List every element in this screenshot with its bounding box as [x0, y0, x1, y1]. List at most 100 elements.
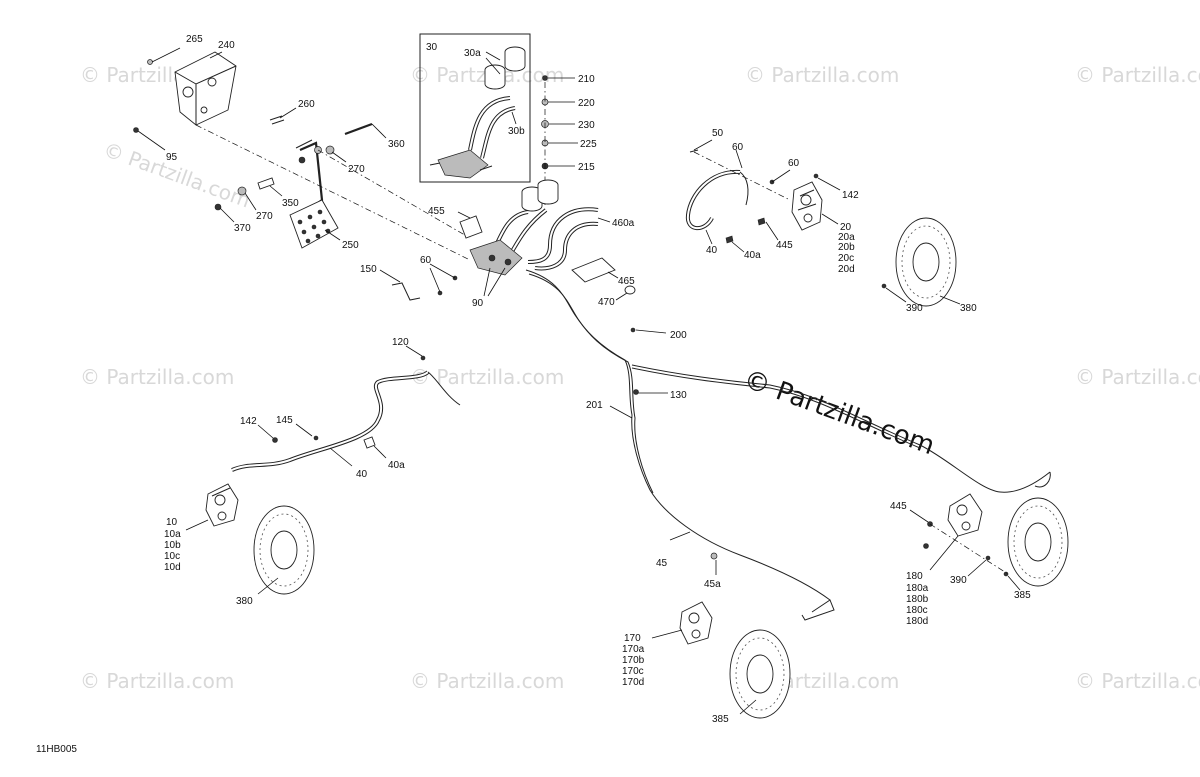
callout-label: 10d	[164, 562, 181, 573]
watermark: © Partzilla.com	[1075, 365, 1200, 389]
main-brake-lines	[525, 269, 1051, 621]
callout-label: 10a	[164, 529, 181, 540]
callout-label: 220	[578, 98, 595, 109]
front-left-disc-380	[253, 505, 315, 595]
callout-label: 20a	[838, 232, 855, 243]
callout-label: 150	[360, 264, 377, 275]
callout-label: 380	[960, 303, 977, 314]
watermark: © Partzilla.com	[745, 63, 899, 87]
callout-label: 170d	[622, 677, 644, 688]
callout-label: 142	[842, 190, 859, 201]
callout-label: 142	[240, 416, 257, 427]
pedal-hardware	[133, 115, 373, 211]
pedal-arm-250	[289, 139, 339, 249]
callout-label: 95	[166, 152, 178, 163]
callout-label: 120	[392, 337, 409, 348]
callout-label: 455	[428, 206, 445, 217]
master-cylinder-assembly	[379, 179, 636, 301]
callout-label: 390	[950, 575, 967, 586]
callout-label: 170a	[622, 644, 645, 655]
callout-label: 180b	[906, 594, 929, 605]
callout-label: 470	[598, 297, 615, 308]
callout-label: 270	[256, 211, 273, 222]
callout-label: 225	[580, 139, 597, 150]
callout-label: 45	[656, 558, 668, 569]
callout-label: 350	[282, 198, 299, 209]
callout-label: 460a	[612, 218, 635, 229]
rear-right-caliper-180	[909, 493, 983, 571]
watermark: © Partzilla.com	[1075, 669, 1200, 693]
callout-labels: 265 240 260 360 95 270 350 270 370 250 3…	[36, 34, 1031, 755]
kit-box-label: 30	[426, 42, 438, 53]
rear-right-disc-385	[929, 497, 1069, 591]
callout-label: 180c	[906, 605, 928, 616]
callout-label: 60	[788, 158, 800, 169]
callout-label: 260	[298, 99, 315, 110]
callout-label: 215	[578, 162, 595, 173]
callout-label: 50	[712, 128, 724, 139]
callout-label: 45a	[704, 579, 721, 590]
callout-label: 145	[276, 415, 293, 426]
front-right-disc-380	[881, 217, 961, 307]
watermark: © Partzilla.com	[410, 365, 564, 389]
callout-label: 385	[1014, 590, 1031, 601]
callout-label: 170c	[622, 666, 644, 677]
callout-label: 445	[776, 240, 793, 251]
fastener-stack	[541, 75, 578, 205]
rear-left-disc-385	[729, 629, 791, 719]
watermark: © Partzilla.com	[80, 669, 234, 693]
callout-label: 210	[578, 74, 595, 85]
callout-label: 40	[706, 245, 718, 256]
callout-label: 240	[218, 40, 235, 51]
callout-label: 201	[586, 400, 603, 411]
front-left-caliper-10	[185, 483, 239, 531]
callout-label: 170b	[622, 655, 645, 666]
callout-label: 40	[356, 469, 368, 480]
callout-label: 40a	[388, 460, 405, 471]
callout-label: 40a	[744, 250, 761, 261]
pedal-bracket-240	[147, 51, 237, 126]
callout-label: 10c	[164, 551, 180, 562]
callout-label: 130	[670, 390, 687, 401]
callout-label: 390	[906, 303, 923, 314]
front-right-caliper-20	[685, 139, 841, 253]
callout-label: 170	[624, 633, 641, 644]
rear-left-caliper-170	[651, 601, 713, 645]
watermark: © Partzilla.com	[80, 365, 234, 389]
callout-label: 230	[578, 120, 595, 131]
callout-label: 385	[712, 714, 729, 725]
callout-label: 60	[420, 255, 432, 266]
figure-code: 11HB005	[36, 744, 77, 755]
callout-label: 465	[618, 276, 635, 287]
callout-label: 265	[186, 34, 203, 45]
callout-label: 380	[236, 596, 253, 607]
callout-label: 180d	[906, 616, 928, 627]
front-left-brake-line	[231, 345, 461, 472]
callout-label: 360	[388, 139, 405, 150]
callout-label: 20d	[838, 264, 855, 275]
callout-label: 10	[166, 517, 178, 528]
callout-label: 30a	[464, 48, 481, 59]
callout-label: 20c	[838, 253, 854, 264]
callout-label: 200	[670, 330, 687, 341]
callout-label: 30b	[508, 126, 525, 137]
pedal-leader-lines	[137, 47, 471, 261]
callout-label: 370	[234, 223, 251, 234]
callout-label: 60	[732, 142, 744, 153]
callout-label: 270	[348, 164, 365, 175]
callout-label: 445	[890, 501, 907, 512]
watermark: © Partzilla.com	[410, 669, 564, 693]
watermark-center: © Partzilla.com	[740, 364, 939, 461]
watermark: © Partzilla.com	[1075, 63, 1200, 87]
callout-label: 180a	[906, 583, 929, 594]
callout-label: 180	[906, 571, 923, 582]
callout-label: 90	[472, 298, 484, 309]
callout-label: 20b	[838, 242, 855, 253]
callout-label: 20	[840, 222, 852, 233]
callout-label: 250	[342, 240, 359, 251]
callout-label: 10b	[164, 540, 181, 551]
watermark: © Partzilla.com	[100, 137, 253, 212]
master-cylinder-kit-box	[419, 33, 531, 183]
